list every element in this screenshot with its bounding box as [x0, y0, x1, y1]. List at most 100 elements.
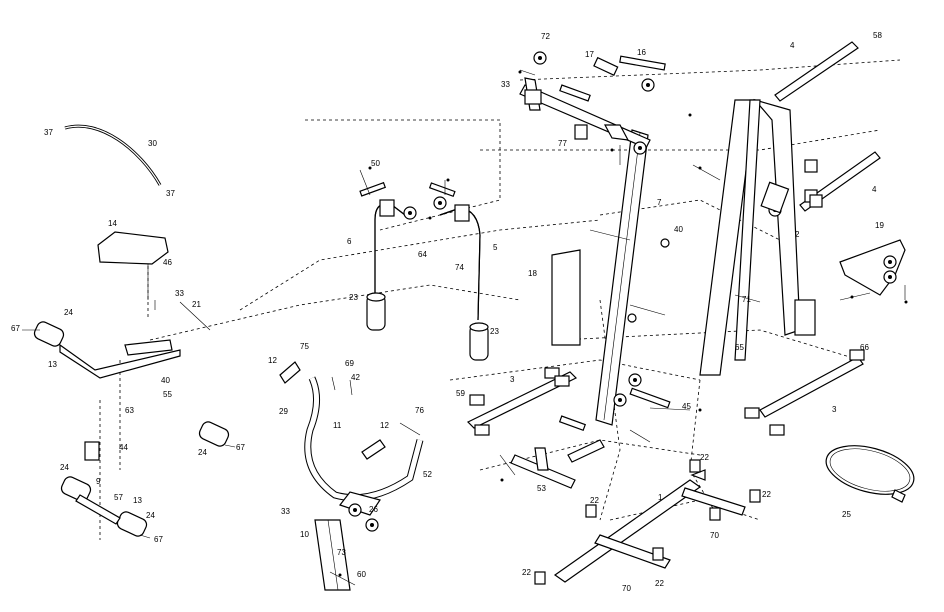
- label-part-22a: 22: [700, 453, 709, 462]
- label-part-16: 16: [637, 48, 646, 57]
- label-part-25: 25: [842, 510, 851, 519]
- label-part-7: 7: [657, 198, 662, 207]
- bolts: [22, 69, 906, 586]
- label-part-77: 77: [558, 139, 567, 148]
- label-part-52: 52: [423, 470, 432, 479]
- handle-assemblies: [366, 203, 489, 361]
- base-1-cross: [594, 534, 671, 569]
- label-part-10: 10: [300, 530, 309, 539]
- label-part-67c: 67: [154, 535, 163, 544]
- label-part-58: 58: [873, 31, 882, 40]
- label-part-66: 66: [860, 343, 869, 352]
- seat-frame-13: [59, 343, 181, 379]
- label-part-70a: 70: [710, 531, 719, 540]
- label-part-72: 72: [541, 32, 550, 41]
- label-part-11: 11: [333, 421, 342, 430]
- bar-10: [314, 519, 351, 591]
- label-part-63: 63: [125, 406, 134, 415]
- label-part-60: 60: [357, 570, 366, 579]
- label-part-3a: 3: [510, 375, 515, 384]
- label-part-74: 74: [455, 263, 464, 272]
- label-part-2: 2: [795, 230, 800, 239]
- base-1-main: [553, 479, 702, 583]
- label-part-45: 45: [682, 402, 691, 411]
- label-part-59: 59: [456, 389, 465, 398]
- seat-pad-14: [97, 231, 169, 265]
- grip-12a: [279, 361, 301, 384]
- rear-leg-3: [759, 356, 864, 418]
- bracket-19: [839, 239, 906, 296]
- label-part-75: 75: [300, 342, 309, 351]
- roller-24d: [116, 511, 148, 537]
- label-part-33c: 33: [281, 507, 290, 516]
- main-frame: [466, 41, 906, 583]
- back-pad-18: [551, 249, 581, 346]
- label-part-12a: 12: [268, 356, 277, 365]
- label-part-65: 65: [735, 343, 744, 352]
- label-part-5: 5: [493, 243, 498, 252]
- label-part-70b: 70: [622, 584, 631, 593]
- arm-4-top: [774, 41, 859, 102]
- roller-24c: [60, 476, 92, 502]
- label-part-19: 19: [875, 221, 884, 230]
- label-part-9: 9: [96, 477, 101, 486]
- label-part-14: 14: [108, 219, 117, 228]
- label-part-24c: 24: [60, 463, 69, 472]
- label-part-24a: 24: [64, 308, 73, 317]
- label-part-13b: 13: [133, 496, 142, 505]
- label-part-42: 42: [351, 373, 360, 382]
- label-part-46: 46: [163, 258, 172, 267]
- label-part-40a: 40: [161, 376, 170, 385]
- label-part-22e: 22: [655, 579, 664, 588]
- label-part-24b: 24: [198, 448, 207, 457]
- label-part-22b: 22: [762, 490, 771, 499]
- label-part-13a: 13: [48, 360, 57, 369]
- label-part-18: 18: [528, 269, 537, 278]
- label-part-69: 69: [345, 359, 354, 368]
- roller-24b: [198, 421, 230, 447]
- part-labels: 1 2 3 3 4 4 5 6 7 9 10 11 12 12 13 13 14…: [11, 31, 884, 593]
- label-part-37b: 37: [166, 189, 175, 198]
- label-part-21: 21: [192, 300, 201, 309]
- base-1-rear: [681, 487, 746, 516]
- label-part-33a: 33: [175, 289, 184, 298]
- label-part-23b: 23: [490, 327, 499, 336]
- label-part-26: 26: [369, 505, 378, 514]
- label-part-64: 64: [418, 250, 427, 259]
- label-part-76: 76: [415, 406, 424, 415]
- label-part-53: 53: [537, 484, 546, 493]
- label-part-55: 55: [163, 390, 172, 399]
- label-part-22d: 22: [522, 568, 531, 577]
- foot-bar: [510, 454, 576, 489]
- label-part-30: 30: [148, 139, 157, 148]
- label-part-73: 73: [337, 548, 346, 557]
- bracket-65: [794, 299, 816, 336]
- pulleys-hardware: [348, 51, 897, 585]
- upright-2-front: [699, 99, 756, 376]
- label-part-23a: 23: [349, 293, 358, 302]
- cable-coil-25: [825, 445, 915, 503]
- hardware-marks: [338, 70, 908, 577]
- label-part-6: 6: [347, 237, 352, 246]
- label-part-33b: 33: [501, 80, 510, 89]
- label-part-71: 71: [742, 295, 751, 304]
- cable-30: [64, 124, 162, 186]
- label-part-22c: 22: [590, 496, 599, 505]
- label-part-57: 57: [114, 493, 123, 502]
- label-part-37a: 37: [44, 128, 53, 137]
- label-part-67b: 67: [236, 443, 245, 452]
- label-part-24d: 24: [146, 511, 155, 520]
- label-part-17: 17: [585, 50, 594, 59]
- roller-24a: [33, 321, 65, 347]
- label-part-3b: 3: [832, 405, 837, 414]
- grip-12b: [361, 439, 386, 460]
- label-part-50: 50: [371, 159, 380, 168]
- upright-2-arch: [753, 98, 801, 336]
- seat-assembly: [33, 231, 230, 537]
- front-leg-3: [466, 371, 578, 429]
- label-part-44: 44: [119, 443, 128, 452]
- label-part-67a: 67: [11, 324, 20, 333]
- label-part-40b: 40: [674, 225, 683, 234]
